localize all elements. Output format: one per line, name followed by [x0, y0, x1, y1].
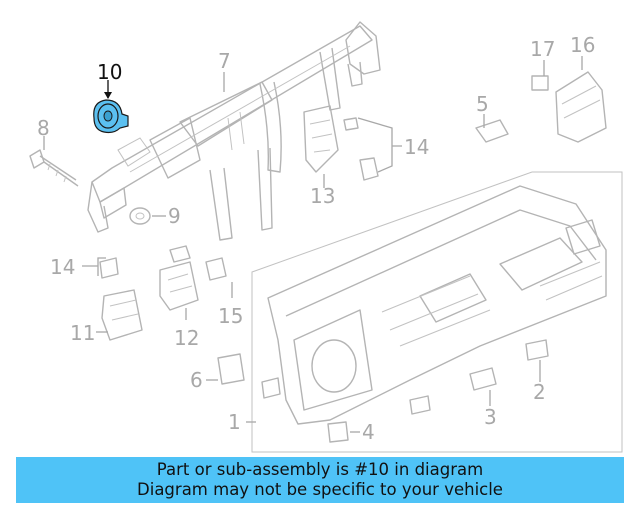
- callout-6: 6: [190, 368, 203, 392]
- callout-8: 8: [37, 116, 50, 140]
- callout-14-top: 14: [404, 135, 429, 159]
- callout-5: 5: [476, 92, 489, 116]
- banner-line-1: Part or sub-assembly is #10 in diagram: [156, 460, 484, 479]
- callout-12: 12: [174, 326, 199, 350]
- highlighted-part-10: [93, 80, 129, 134]
- callout-13: 13: [310, 184, 335, 208]
- callout-2: 2: [533, 380, 546, 404]
- leader-lines: [43, 56, 583, 433]
- callout-15: 15: [218, 304, 243, 328]
- banner-line-2: Diagram may not be specific to your vehi…: [137, 480, 503, 499]
- callout-17: 17: [530, 37, 555, 61]
- callout-labels: 10 7 8 9 13 14 5 17 16 14 11 12 15 6 1 4…: [37, 33, 595, 444]
- callout-1: 1: [228, 410, 241, 434]
- callout-3: 3: [484, 405, 497, 429]
- bolt-8: [29, 149, 79, 187]
- fasteners: [99, 117, 549, 443]
- info-banner: Part or sub-assembly is #10 in diagram D…: [16, 457, 624, 503]
- instrument-panel: [251, 171, 623, 453]
- callout-7: 7: [218, 49, 231, 73]
- callout-4: 4: [362, 420, 375, 444]
- callout-14-left: 14: [50, 255, 75, 279]
- callout-9: 9: [168, 204, 181, 228]
- callout-10: 10: [97, 60, 122, 84]
- callout-11: 11: [70, 321, 95, 345]
- nut-9: [129, 207, 151, 225]
- cross-car-beam: [87, 21, 381, 241]
- callout-16: 16: [570, 33, 595, 57]
- side-brackets: [303, 71, 607, 173]
